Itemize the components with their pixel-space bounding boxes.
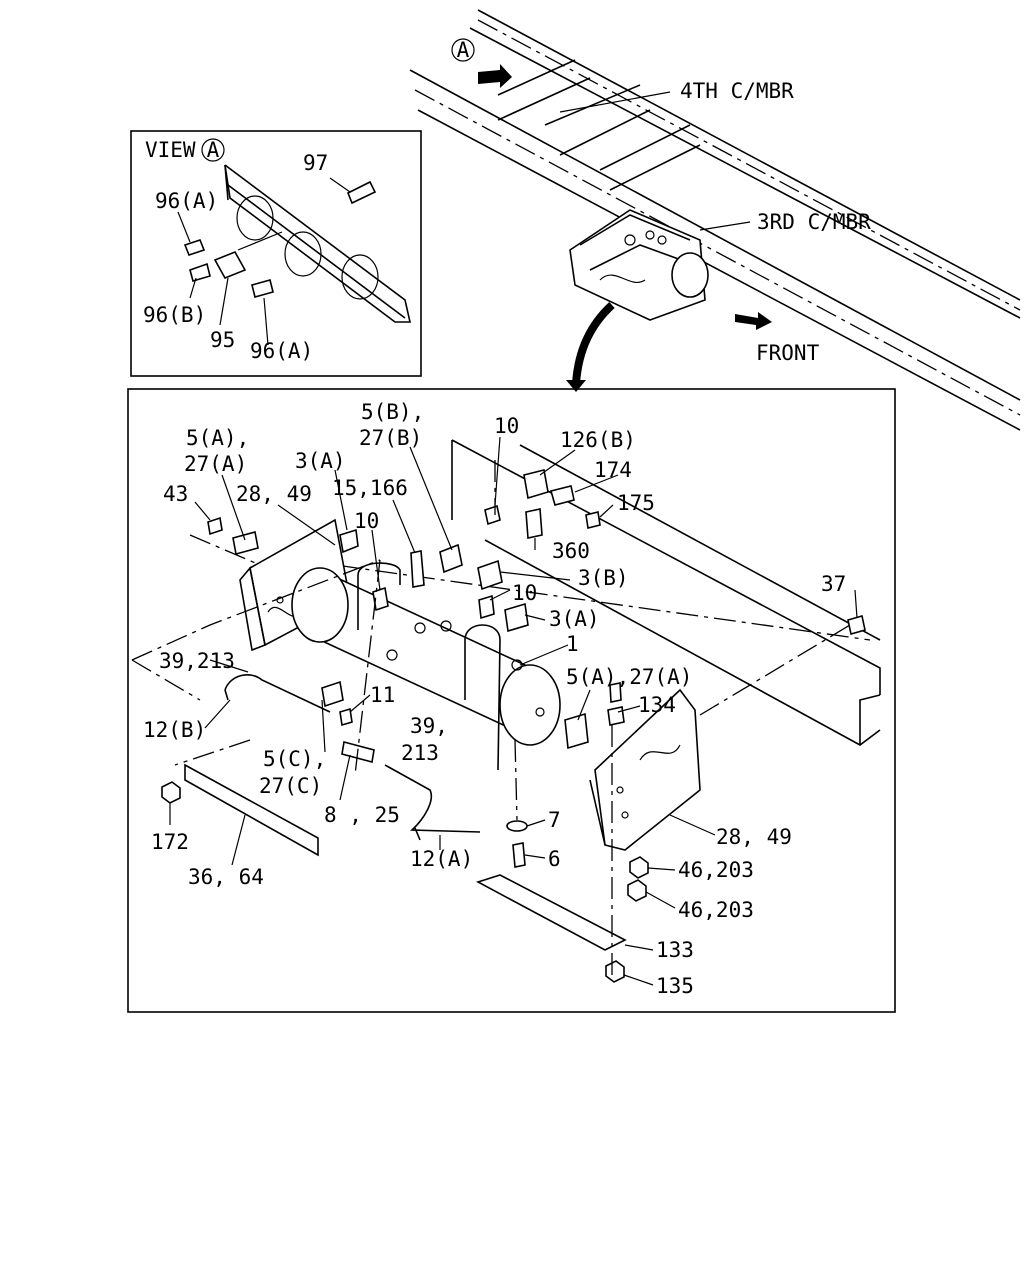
- chassis-top-view: [409, 9, 1021, 431]
- label-3b: 3(B): [578, 566, 629, 590]
- label-12b: 12(B): [143, 718, 206, 742]
- inset-title: VIEW: [145, 138, 196, 162]
- label-175: 175: [617, 491, 655, 515]
- label-39-213-left: 39,213: [159, 649, 235, 673]
- label-front: FRONT: [756, 341, 820, 365]
- inset-label-95: 95: [210, 328, 235, 352]
- inset-label-96a-bottom: 96(A): [250, 339, 313, 363]
- label-27a-left: 27(A): [184, 452, 247, 476]
- label-10-mid: 10: [512, 581, 537, 605]
- main-assembly: [131, 439, 881, 983]
- label-36-64: 36, 64: [188, 865, 264, 889]
- label-37: 37: [821, 572, 846, 596]
- label-5a-27a-right: 5(A),27(A): [566, 665, 692, 689]
- view-marker-a: A: [457, 38, 470, 62]
- label-1: 1: [566, 632, 579, 656]
- label-6: 6: [548, 847, 561, 871]
- label-39-mid: 39,: [410, 714, 448, 738]
- label-213-mid: 213: [401, 741, 439, 765]
- label-43: 43: [163, 482, 188, 506]
- label-135: 135: [656, 974, 694, 998]
- label-5a-left: 5(A),: [186, 426, 249, 450]
- label-10-left: 10: [354, 509, 379, 533]
- label-5b: 5(B),: [361, 400, 424, 424]
- label-3a-mid: 3(A): [549, 607, 600, 631]
- label-8-25: 8 , 25: [324, 803, 400, 827]
- inset-box: [130, 130, 422, 377]
- label-27c: 27(C): [259, 774, 322, 798]
- label-27b: 27(B): [359, 426, 422, 450]
- inset-label-96b: 96(B): [143, 303, 206, 327]
- label-28-49-right: 28, 49: [716, 825, 792, 849]
- label-12a: 12(A): [410, 847, 473, 871]
- inset-label-96a-top: 96(A): [155, 189, 218, 213]
- label-10-top: 10: [494, 414, 519, 438]
- label-11: 11: [370, 683, 395, 707]
- inset-label-97: 97: [303, 151, 328, 175]
- label-28-49-left: 28, 49: [236, 482, 312, 506]
- label-134: 134: [638, 693, 676, 717]
- main-leaders: [169, 436, 858, 986]
- label-3rd-crossmember: 3RD C/MBR: [757, 210, 871, 234]
- label-174: 174: [594, 458, 632, 482]
- label-7: 7: [548, 808, 561, 832]
- label-5c: 5(C),: [263, 747, 326, 771]
- label-15-166: 15,166: [332, 476, 408, 500]
- label-46-203-upper: 46,203: [678, 858, 754, 882]
- label-4th-crossmember: 4TH C/MBR: [680, 79, 794, 103]
- inset-marker: A: [207, 138, 220, 162]
- label-46-203-lower: 46,203: [678, 898, 754, 922]
- main-box: [127, 388, 896, 1013]
- label-360: 360: [552, 539, 590, 563]
- label-133: 133: [656, 938, 694, 962]
- label-3a-left: 3(A): [295, 449, 346, 473]
- label-172: 172: [151, 830, 189, 854]
- label-126b: 126(B): [560, 428, 636, 452]
- inset-crossmember: [183, 164, 412, 323]
